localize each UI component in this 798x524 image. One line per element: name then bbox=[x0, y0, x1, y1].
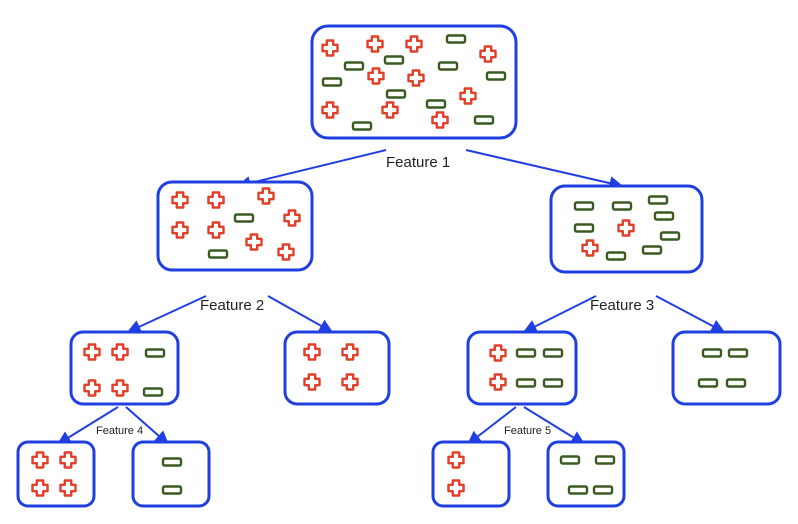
plus-icon bbox=[321, 39, 339, 57]
minus-icon bbox=[437, 61, 459, 71]
edge-rl-rll bbox=[466, 406, 517, 445]
edge-root-left bbox=[236, 149, 387, 190]
minus-icon bbox=[647, 195, 669, 205]
minus-icon bbox=[425, 99, 447, 109]
plus-icon bbox=[31, 451, 49, 469]
minus-icon bbox=[351, 121, 373, 131]
minus-icon bbox=[207, 249, 229, 259]
node-rll bbox=[431, 440, 511, 508]
minus-icon bbox=[542, 348, 564, 358]
minus-icon bbox=[641, 245, 663, 255]
minus-icon bbox=[473, 115, 495, 125]
plus-icon bbox=[283, 209, 301, 227]
minus-icon bbox=[321, 77, 343, 87]
plus-icon bbox=[207, 221, 225, 239]
edge-left-lr bbox=[267, 295, 334, 333]
minus-icon bbox=[515, 378, 537, 388]
plus-icon bbox=[257, 187, 275, 205]
minus-icon bbox=[727, 348, 749, 358]
plus-icon bbox=[367, 67, 385, 85]
node-rlr bbox=[546, 440, 626, 508]
edge-ll-llr bbox=[125, 406, 170, 445]
feature-labels: Feature 1 Feature 2 Feature 3 Feature 4 … bbox=[96, 154, 654, 437]
minus-icon bbox=[161, 485, 183, 495]
minus-icon bbox=[567, 485, 589, 495]
plus-icon bbox=[405, 35, 423, 53]
minus-icon bbox=[605, 251, 627, 261]
plus-icon bbox=[111, 343, 129, 361]
feature-4-label: Feature 4 bbox=[96, 425, 143, 437]
plus-icon bbox=[321, 101, 339, 119]
minus-icon bbox=[701, 348, 723, 358]
minus-icon bbox=[445, 34, 467, 44]
plus-icon bbox=[341, 373, 359, 391]
node-lr bbox=[283, 330, 391, 406]
node-rr bbox=[671, 330, 782, 406]
plus-icon bbox=[489, 344, 507, 362]
minus-icon bbox=[385, 89, 407, 99]
node-llr bbox=[131, 440, 211, 508]
feature-1-label: Feature 1 bbox=[386, 154, 450, 171]
plus-icon bbox=[31, 479, 49, 497]
plus-icon bbox=[83, 379, 101, 397]
plus-icon bbox=[479, 45, 497, 63]
plus-icon bbox=[171, 191, 189, 209]
plus-icon bbox=[407, 69, 425, 87]
feature-2-label: Feature 2 bbox=[200, 297, 264, 314]
minus-icon bbox=[725, 378, 747, 388]
plus-icon bbox=[459, 87, 477, 105]
feature-5-label: Feature 5 bbox=[504, 425, 551, 437]
tree-edges bbox=[56, 149, 726, 445]
plus-icon bbox=[59, 451, 77, 469]
edge-root-right bbox=[465, 149, 624, 190]
minus-icon bbox=[594, 455, 616, 465]
minus-icon bbox=[559, 455, 581, 465]
minus-icon bbox=[142, 387, 164, 397]
minus-icon bbox=[592, 485, 614, 495]
plus-icon bbox=[83, 343, 101, 361]
edge-left-ll bbox=[126, 295, 207, 334]
edge-right-rl bbox=[522, 295, 597, 333]
plus-icon bbox=[366, 35, 384, 53]
minus-icon bbox=[144, 348, 166, 358]
plus-icon bbox=[581, 239, 599, 257]
plus-icon bbox=[447, 451, 465, 469]
node-lll bbox=[16, 440, 96, 508]
minus-icon bbox=[697, 378, 719, 388]
plus-icon bbox=[245, 233, 263, 251]
minus-icon bbox=[573, 223, 595, 233]
plus-icon bbox=[111, 379, 129, 397]
minus-icon bbox=[161, 457, 183, 467]
plus-icon bbox=[381, 101, 399, 119]
plus-icon bbox=[341, 343, 359, 361]
plus-icon bbox=[171, 221, 189, 239]
plus-icon bbox=[447, 479, 465, 497]
edge-right-rr bbox=[655, 295, 726, 333]
node-left bbox=[156, 180, 314, 272]
minus-icon bbox=[383, 55, 405, 65]
minus-icon bbox=[343, 61, 365, 71]
minus-icon bbox=[485, 71, 507, 81]
plus-icon bbox=[207, 191, 225, 209]
edge-ll-lll bbox=[56, 406, 119, 445]
minus-icon bbox=[573, 201, 595, 211]
plus-icon bbox=[303, 373, 321, 391]
minus-icon bbox=[542, 378, 564, 388]
plus-icon bbox=[277, 243, 295, 261]
minus-icon bbox=[515, 348, 537, 358]
plus-icon bbox=[59, 479, 77, 497]
node-rl bbox=[466, 330, 578, 406]
plus-icon bbox=[431, 111, 449, 129]
feature-3-label: Feature 3 bbox=[590, 297, 654, 314]
plus-icon bbox=[303, 343, 321, 361]
minus-icon bbox=[611, 201, 633, 211]
plus-icon bbox=[617, 219, 635, 237]
plus-icon bbox=[489, 373, 507, 391]
edge-rl-rlr bbox=[523, 406, 586, 445]
class-symbols bbox=[31, 34, 749, 497]
minus-icon bbox=[653, 211, 675, 221]
minus-icon bbox=[659, 231, 681, 241]
minus-icon bbox=[233, 213, 255, 223]
